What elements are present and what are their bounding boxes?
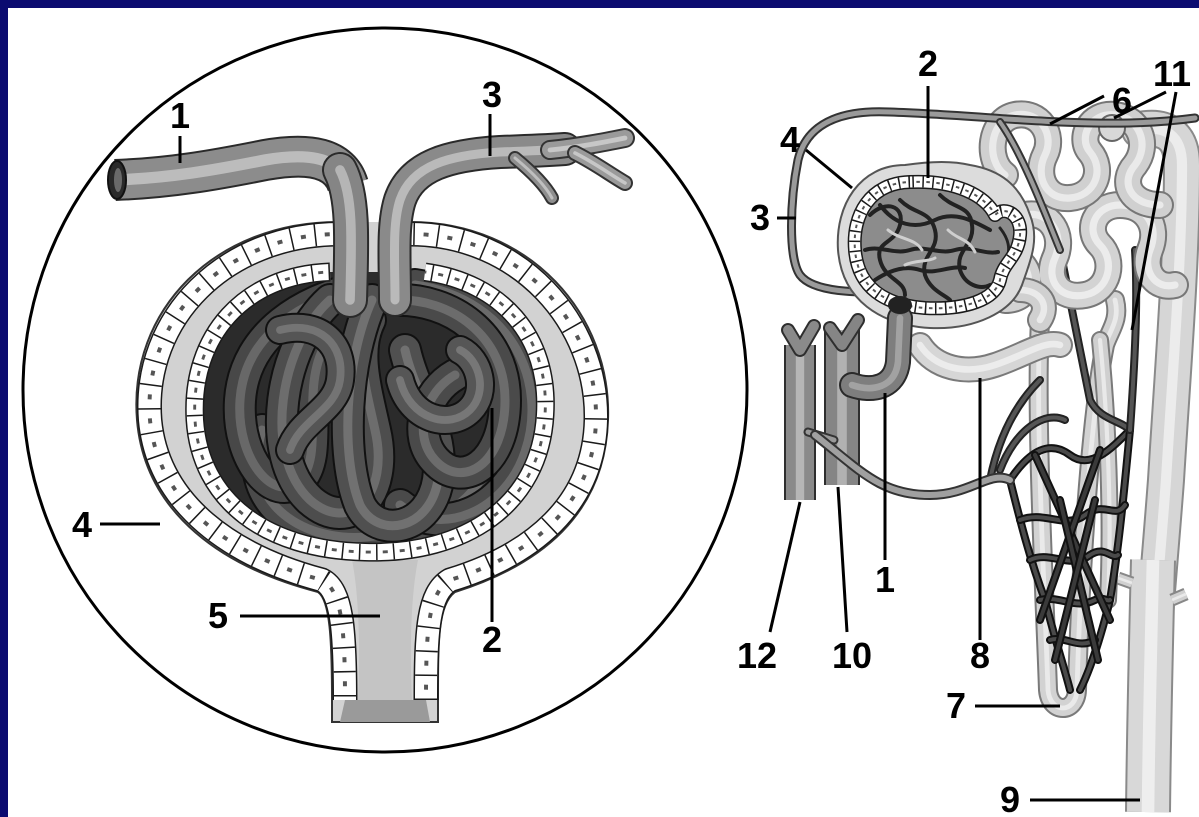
left-figure: 1 3 4 5 2 <box>23 28 747 752</box>
right-label-10: 10 <box>832 635 872 676</box>
glomerulus-coils <box>240 285 532 538</box>
right-label-1: 1 <box>875 559 895 600</box>
right-label-11: 11 <box>1153 53 1191 94</box>
left-label-5: 5 <box>208 595 228 636</box>
capsule-neck-lumen <box>352 560 418 700</box>
right-label-4: 4 <box>780 119 800 160</box>
right-label-8: 8 <box>970 635 990 676</box>
capsule-neck-shade <box>340 700 430 722</box>
right-label-2: 2 <box>918 43 938 84</box>
right-label-9: 9 <box>1000 779 1020 817</box>
right-label-12: 12 <box>737 635 777 676</box>
left-label-1: 1 <box>170 95 190 136</box>
right-label-3: 3 <box>750 197 770 238</box>
left-label-3: 3 <box>482 74 502 115</box>
left-label-4: 4 <box>72 504 92 545</box>
right-vessel-1-opening <box>888 296 912 314</box>
collecting-duct-lower-highlight <box>1148 560 1153 812</box>
right-label-7: 7 <box>946 685 966 726</box>
left-vessel-1-lumen <box>114 168 122 192</box>
left-label-2: 2 <box>482 619 502 660</box>
